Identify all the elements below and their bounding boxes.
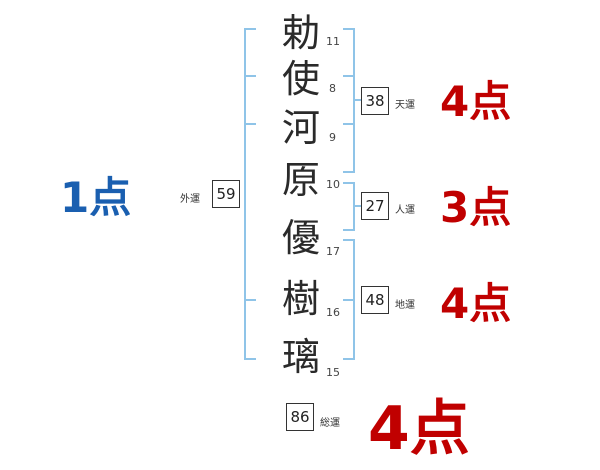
- jin-score: 3点: [440, 183, 512, 232]
- stroke-count-6: 16: [326, 306, 340, 319]
- bracket-line: [343, 358, 355, 360]
- bracket-line: [343, 239, 355, 241]
- bracket-line: [353, 182, 355, 231]
- bracket-line: [343, 171, 355, 173]
- bracket-line: [343, 299, 355, 301]
- bracket-line: [343, 182, 355, 184]
- bracket-line: [244, 123, 256, 125]
- stroke-count-3: 9: [329, 131, 336, 144]
- gai-score: 1点: [60, 173, 132, 222]
- sou-value: 86: [286, 403, 314, 431]
- name-char-6: 樹: [281, 277, 320, 321]
- bracket-line: [343, 75, 355, 77]
- bracket-line: [353, 28, 355, 173]
- stroke-count-5: 17: [326, 245, 340, 258]
- gai-value: 59: [212, 180, 240, 208]
- bracket-line: [355, 99, 363, 101]
- ten-label: 天運: [395, 100, 415, 111]
- name-char-4: 原: [281, 158, 320, 202]
- bracket-line: [343, 229, 355, 231]
- name-char-5: 優: [281, 216, 320, 260]
- bracket-line: [244, 299, 256, 301]
- jin-label: 人運: [395, 205, 415, 216]
- ten-score: 4点: [440, 77, 512, 126]
- sou-score: 4点: [368, 394, 470, 464]
- stroke-count-2: 8: [329, 82, 336, 95]
- jin-value: 27: [361, 192, 389, 220]
- stroke-count-1: 11: [326, 35, 340, 48]
- ten-value: 38: [361, 87, 389, 115]
- bracket-line: [343, 28, 355, 30]
- bracket-line: [355, 205, 363, 207]
- bracket-line: [244, 28, 256, 30]
- stroke-count-7: 15: [326, 366, 340, 379]
- name-char-3: 河: [281, 106, 320, 150]
- name-char-7: 璃: [281, 335, 320, 379]
- name-char-1: 勅: [281, 11, 320, 55]
- bracket-line: [343, 123, 355, 125]
- stroke-count-4: 10: [326, 178, 340, 191]
- sou-label: 総運: [320, 418, 340, 429]
- name-char-2: 使: [281, 57, 320, 101]
- bracket-line: [244, 28, 246, 360]
- chi-value: 48: [361, 286, 389, 314]
- gai-label: 外運: [180, 194, 200, 205]
- chi-label: 地運: [395, 300, 415, 311]
- bracket-line: [244, 75, 256, 77]
- bracket-line: [244, 358, 256, 360]
- chi-score: 4点: [440, 279, 512, 328]
